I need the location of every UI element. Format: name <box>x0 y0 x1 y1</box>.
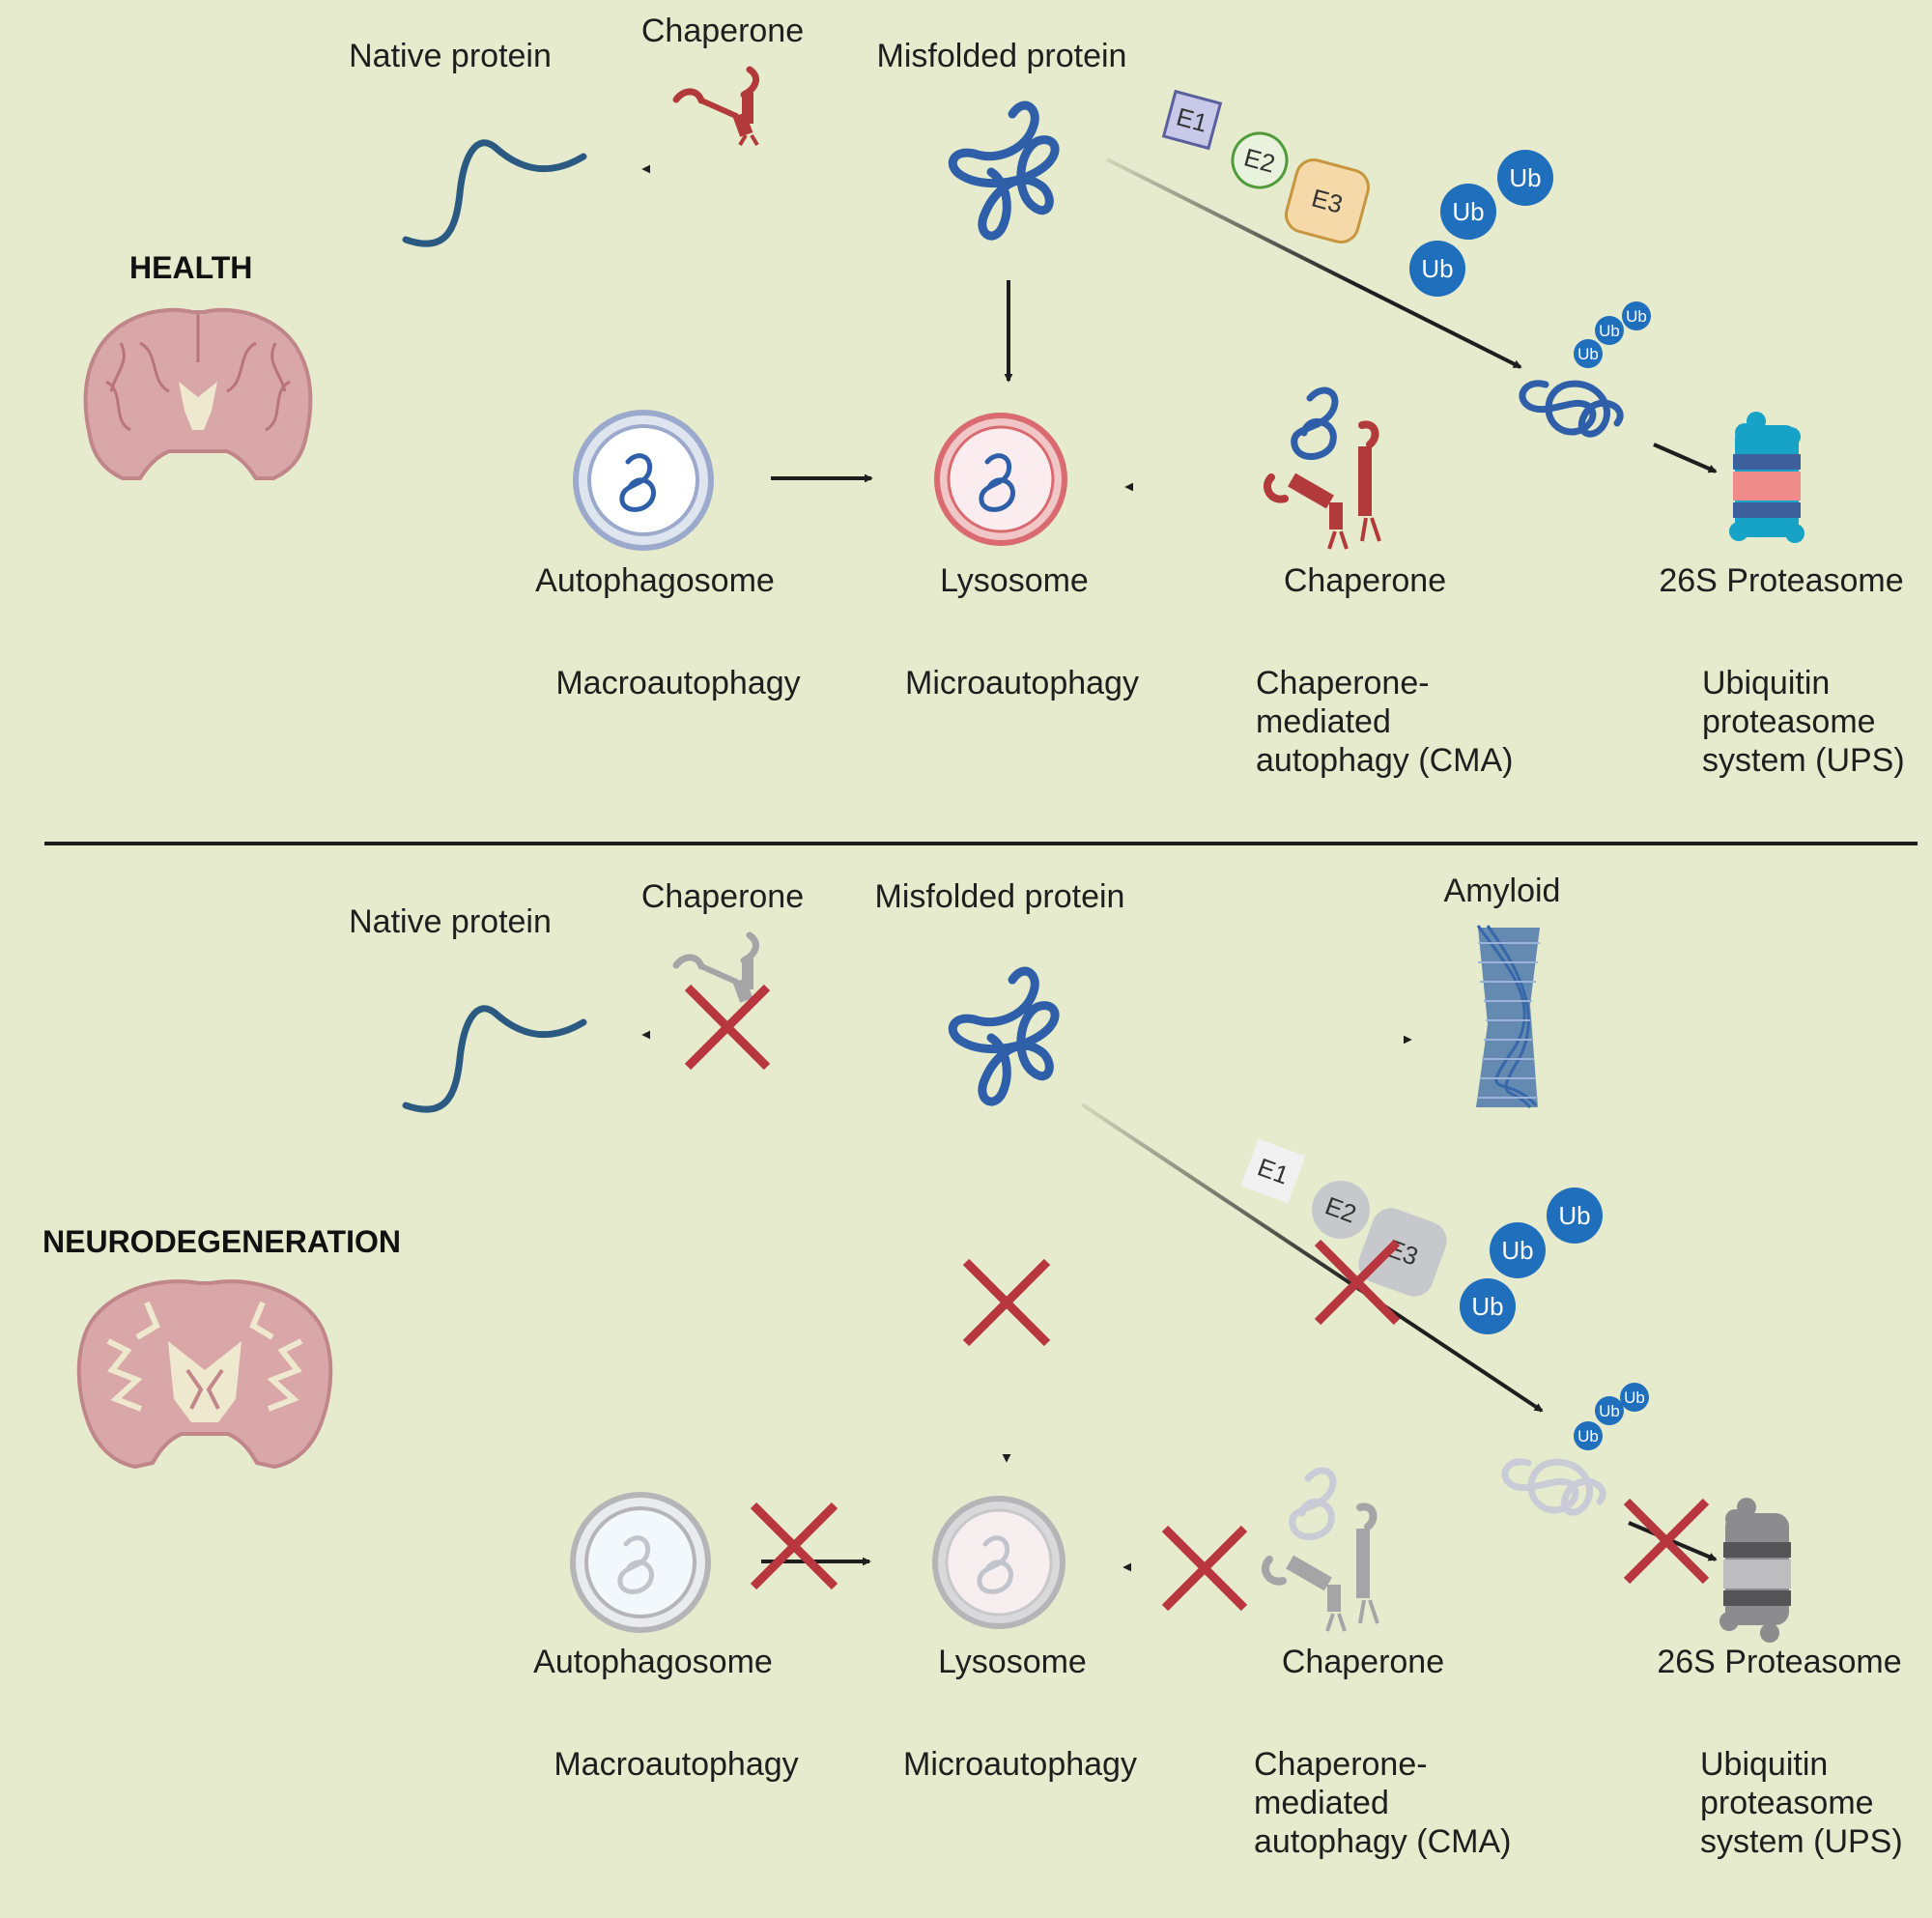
lysosome-icon <box>934 413 1067 546</box>
svg-text:Ub: Ub <box>1452 197 1484 226</box>
native-protein-icon <box>402 1005 587 1113</box>
ubiquitin-icon: Ub <box>1497 150 1553 206</box>
e2-enzyme-icon: E2 <box>1231 131 1289 189</box>
svg-text:Ub: Ub <box>1501 1236 1533 1265</box>
neurodegeneration-section: NEURODEGENERATION Native protein Chapero… <box>43 873 1903 1860</box>
chaperone-small-icon <box>672 66 760 147</box>
native-protein-label: Native protein <box>349 903 552 940</box>
svg-text:Ub: Ub <box>1599 322 1620 340</box>
svg-text:Ub: Ub <box>1577 1427 1599 1446</box>
misfolded-protein-label: Misfolded protein <box>877 38 1127 74</box>
ups-label-line3: system (UPS) <box>1702 742 1905 779</box>
ubiquitin-icon: Ub <box>1440 184 1496 240</box>
autophagosome-icon <box>573 410 714 551</box>
cma-label-line1: Chaperone- <box>1256 665 1430 701</box>
e3-enzyme-icon: E3 <box>1285 158 1370 243</box>
block-x-icon <box>1161 1525 1248 1612</box>
ubiquitinated-protein-icon: Ub Ub Ub <box>1501 1383 1649 1516</box>
ubiquitinated-protein-icon: Ub Ub Ub <box>1519 301 1651 438</box>
proteasome-icon <box>1719 1498 1791 1643</box>
svg-text:Ub: Ub <box>1558 1201 1590 1230</box>
svg-text:Ub: Ub <box>1599 1402 1620 1420</box>
chaperone-top-label: Chaperone <box>641 13 804 49</box>
neuro-section-label: NEURODEGENERATION <box>43 1224 401 1259</box>
ups-label-line1: Ubiquitin <box>1702 665 1830 701</box>
healthy-brain-icon <box>83 307 313 480</box>
svg-text:Ub: Ub <box>1421 254 1453 283</box>
microautophagy-label: Microautophagy <box>903 1746 1137 1783</box>
lysosome-icon <box>932 1496 1065 1629</box>
cma-label-line1: Chaperone- <box>1254 1746 1428 1783</box>
macroautophagy-label: Macroautophagy <box>555 665 800 701</box>
block-x-icon <box>1314 1239 1401 1326</box>
macroautophagy-label: Macroautophagy <box>554 1746 798 1783</box>
autophagosome-icon <box>570 1492 711 1633</box>
inactive-chaperone-icon <box>672 931 760 1003</box>
ubiquitination-arrow-blocked <box>1080 1102 1544 1413</box>
ups-label-line3: system (UPS) <box>1700 1823 1903 1860</box>
ubiquitin-icon: Ub <box>1460 1278 1516 1334</box>
chaperone-mid-label: Chaperone <box>1282 1644 1444 1680</box>
svg-text:Ub: Ub <box>1626 307 1647 326</box>
e1-enzyme-icon: E1 <box>1161 89 1223 151</box>
svg-text:Ub: Ub <box>1577 345 1599 363</box>
svg-text:Ub: Ub <box>1509 163 1541 192</box>
lysosome-label: Lysosome <box>940 562 1089 599</box>
proteasome-arrow <box>1653 443 1718 473</box>
ubiquitination-arrow <box>1106 157 1522 369</box>
cma-label-line3: autophagy (CMA) <box>1256 742 1513 779</box>
block-x-icon <box>1623 1498 1710 1585</box>
block-x-icon <box>750 1502 838 1590</box>
amyloid-label: Amyloid <box>1444 873 1561 909</box>
proteasome-label: 26S Proteasome <box>1657 1644 1901 1680</box>
e2-enzyme-icon: E2 <box>1312 1181 1370 1239</box>
cma-label-line2: mediated <box>1254 1785 1389 1821</box>
block-x-icon <box>962 1258 1051 1347</box>
proteasome-icon <box>1729 412 1804 543</box>
ubiquitin-icon: Ub <box>1490 1222 1546 1278</box>
ups-label-line1: Ubiquitin <box>1700 1746 1828 1783</box>
proteasome-label: 26S Proteasome <box>1659 562 1903 599</box>
health-section-label: HEALTH <box>129 250 252 285</box>
misfolded-protein-icon <box>948 966 1060 1106</box>
ups-label-line2: proteasome <box>1702 703 1876 740</box>
ups-label-line2: proteasome <box>1700 1785 1874 1821</box>
microautophagy-label: Microautophagy <box>905 665 1139 701</box>
chaperone-top-label: Chaperone <box>641 878 804 915</box>
chaperone-mid-label: Chaperone <box>1284 562 1446 599</box>
misfolded-protein-icon <box>948 100 1060 241</box>
native-protein-icon <box>402 139 587 247</box>
inactive-chaperone-cargo-icon <box>1262 1467 1379 1632</box>
degenerated-brain-icon <box>76 1279 333 1470</box>
block-x-icon <box>684 984 771 1071</box>
cma-label-line2: mediated <box>1256 703 1391 740</box>
e1-enzyme-icon: E1 <box>1240 1138 1306 1204</box>
ubiquitin-icon: Ub <box>1409 241 1465 297</box>
native-protein-label: Native protein <box>349 38 552 74</box>
autophagosome-label: Autophagosome <box>533 1644 773 1680</box>
chaperone-cargo-icon <box>1264 386 1381 550</box>
cma-label-line3: autophagy (CMA) <box>1254 1823 1511 1860</box>
lysosome-label: Lysosome <box>938 1644 1087 1680</box>
amyloid-fibril-icon <box>1476 925 1540 1108</box>
ubiquitin-icon: Ub <box>1547 1188 1603 1244</box>
misfolded-protein-label: Misfolded protein <box>875 878 1125 915</box>
svg-text:Ub: Ub <box>1624 1388 1645 1407</box>
health-section: HEALTH Native protein Chaperone Misfolde… <box>83 13 1905 779</box>
autophagosome-label: Autophagosome <box>535 562 775 599</box>
svg-text:Ub: Ub <box>1471 1292 1503 1321</box>
